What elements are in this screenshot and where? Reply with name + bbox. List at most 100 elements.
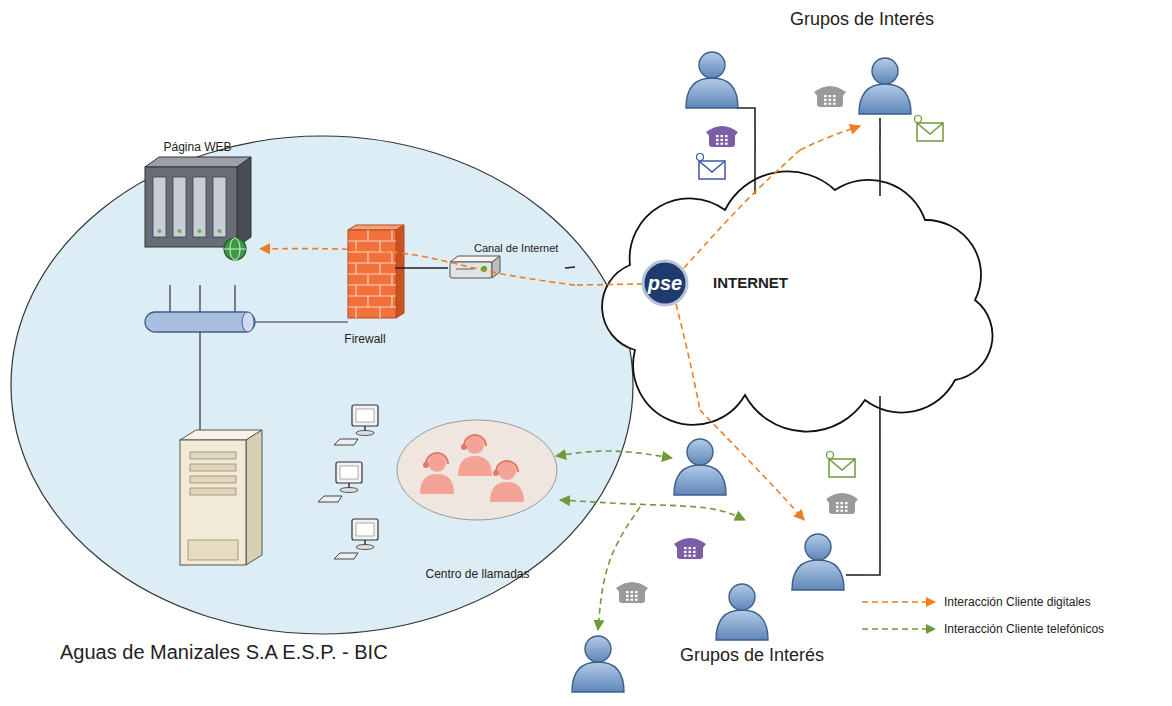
router-shape bbox=[481, 266, 487, 272]
email-icon bbox=[697, 154, 726, 180]
firewall-shape bbox=[355, 241, 356, 252]
email-icon bbox=[699, 161, 725, 179]
email-icon bbox=[917, 123, 943, 141]
phone-icon bbox=[836, 502, 839, 504]
phone-icon bbox=[829, 95, 832, 97]
firewall-shape bbox=[367, 296, 368, 307]
web-server-shape bbox=[237, 157, 251, 247]
person-icon bbox=[859, 84, 911, 114]
phone-icon bbox=[631, 599, 634, 601]
firewall-shape bbox=[379, 263, 380, 274]
decorations bbox=[879, 150, 881, 196]
computer-icon bbox=[334, 439, 358, 445]
legend: Interacción Cliente digitalesInteracción… bbox=[860, 588, 1104, 642]
person-icon bbox=[792, 560, 844, 590]
web-server-shape bbox=[145, 157, 251, 167]
computer-icon bbox=[334, 553, 358, 559]
phone-icon bbox=[817, 91, 843, 107]
agent-icon bbox=[426, 453, 448, 464]
phone-icon bbox=[841, 502, 844, 504]
phone-icon bbox=[829, 103, 832, 105]
computer-icon bbox=[334, 519, 378, 559]
decorations bbox=[846, 574, 865, 576]
decorations bbox=[556, 451, 672, 458]
phone-icon bbox=[706, 126, 738, 137]
person-icon bbox=[699, 52, 725, 78]
text-holder: Centro de llamadas bbox=[395, 564, 560, 582]
firewall: Firewall bbox=[335, 225, 395, 350]
phone-icon bbox=[626, 591, 629, 593]
firewall-shape bbox=[348, 251, 396, 252]
phone-icon bbox=[721, 139, 724, 141]
phone-icon bbox=[841, 506, 844, 508]
firewall-shape bbox=[391, 252, 392, 263]
firewall-shape bbox=[348, 262, 396, 263]
firewall-shape bbox=[348, 306, 396, 307]
phone-icon bbox=[836, 510, 839, 512]
tower-server bbox=[180, 440, 246, 565]
phone-icon bbox=[635, 595, 638, 597]
tower-server bbox=[188, 540, 238, 560]
text-holder: Página WEB bbox=[135, 137, 260, 155]
email-icon bbox=[917, 123, 943, 134]
tower-server bbox=[190, 464, 236, 471]
web-server-shape bbox=[135, 137, 260, 267]
network-bus bbox=[145, 312, 255, 332]
text-holder: INTERNET bbox=[713, 274, 788, 292]
computer-icon bbox=[340, 466, 358, 479]
web-server-shape bbox=[224, 249, 246, 250]
phone-icon bbox=[674, 538, 706, 559]
text-holder: Firewall bbox=[335, 329, 395, 347]
phone-icon bbox=[693, 551, 696, 553]
phone-icon bbox=[631, 591, 634, 593]
computer-icon bbox=[352, 519, 378, 540]
phone-icon bbox=[814, 86, 846, 97]
text-holder: Grupos de Interés bbox=[680, 644, 824, 666]
web-server-shape bbox=[178, 229, 182, 233]
internal-network bbox=[234, 285, 235, 313]
organization-ellipse bbox=[11, 136, 633, 634]
phone-icon bbox=[635, 599, 638, 601]
person-icon bbox=[686, 52, 738, 108]
decorations bbox=[754, 150, 756, 194]
organization-region: Aguas de Manizales S.A E.S.P. - BIC Págin… bbox=[8, 133, 638, 678]
firewall-shape bbox=[348, 284, 396, 285]
node-label: Firewall bbox=[344, 332, 385, 346]
legend-line-sample bbox=[926, 624, 936, 634]
phone-icon bbox=[725, 143, 728, 145]
email-icon bbox=[915, 116, 922, 123]
internal-network bbox=[199, 285, 200, 313]
web-server-shape bbox=[218, 229, 222, 233]
network-link bbox=[754, 126, 756, 150]
agent-icon bbox=[496, 461, 518, 472]
decorations bbox=[598, 507, 640, 630]
email-icon bbox=[699, 161, 725, 172]
computer-icon bbox=[318, 462, 362, 502]
phone-icon bbox=[684, 551, 687, 553]
phone-icon bbox=[814, 86, 846, 107]
email-icon bbox=[827, 452, 834, 459]
phone-icon bbox=[829, 498, 855, 514]
call-center-shape bbox=[420, 435, 524, 502]
email-icon bbox=[697, 154, 704, 161]
person-icon bbox=[716, 584, 768, 640]
agent-icon bbox=[498, 462, 516, 480]
phone-icon bbox=[619, 587, 645, 603]
phone-icon bbox=[631, 595, 634, 597]
internal-network bbox=[255, 321, 348, 322]
phone-icon bbox=[841, 510, 844, 512]
network-link bbox=[865, 410, 880, 575]
text-holder: Aguas de Manizales S.A E.S.P. - BIC bbox=[60, 640, 388, 664]
internal-network bbox=[169, 285, 170, 313]
tower-server bbox=[190, 452, 236, 459]
firewall-shape bbox=[348, 230, 396, 318]
tower-server bbox=[180, 430, 262, 565]
phone-icon bbox=[845, 506, 848, 508]
person-icon bbox=[792, 534, 844, 590]
node-label: Canal de Internet bbox=[474, 242, 558, 255]
person-icon bbox=[572, 636, 624, 692]
internal-network bbox=[242, 312, 254, 332]
node-label: Grupos de Interés bbox=[680, 644, 824, 666]
agent-icon bbox=[458, 456, 492, 476]
firewall-shape bbox=[355, 307, 356, 318]
